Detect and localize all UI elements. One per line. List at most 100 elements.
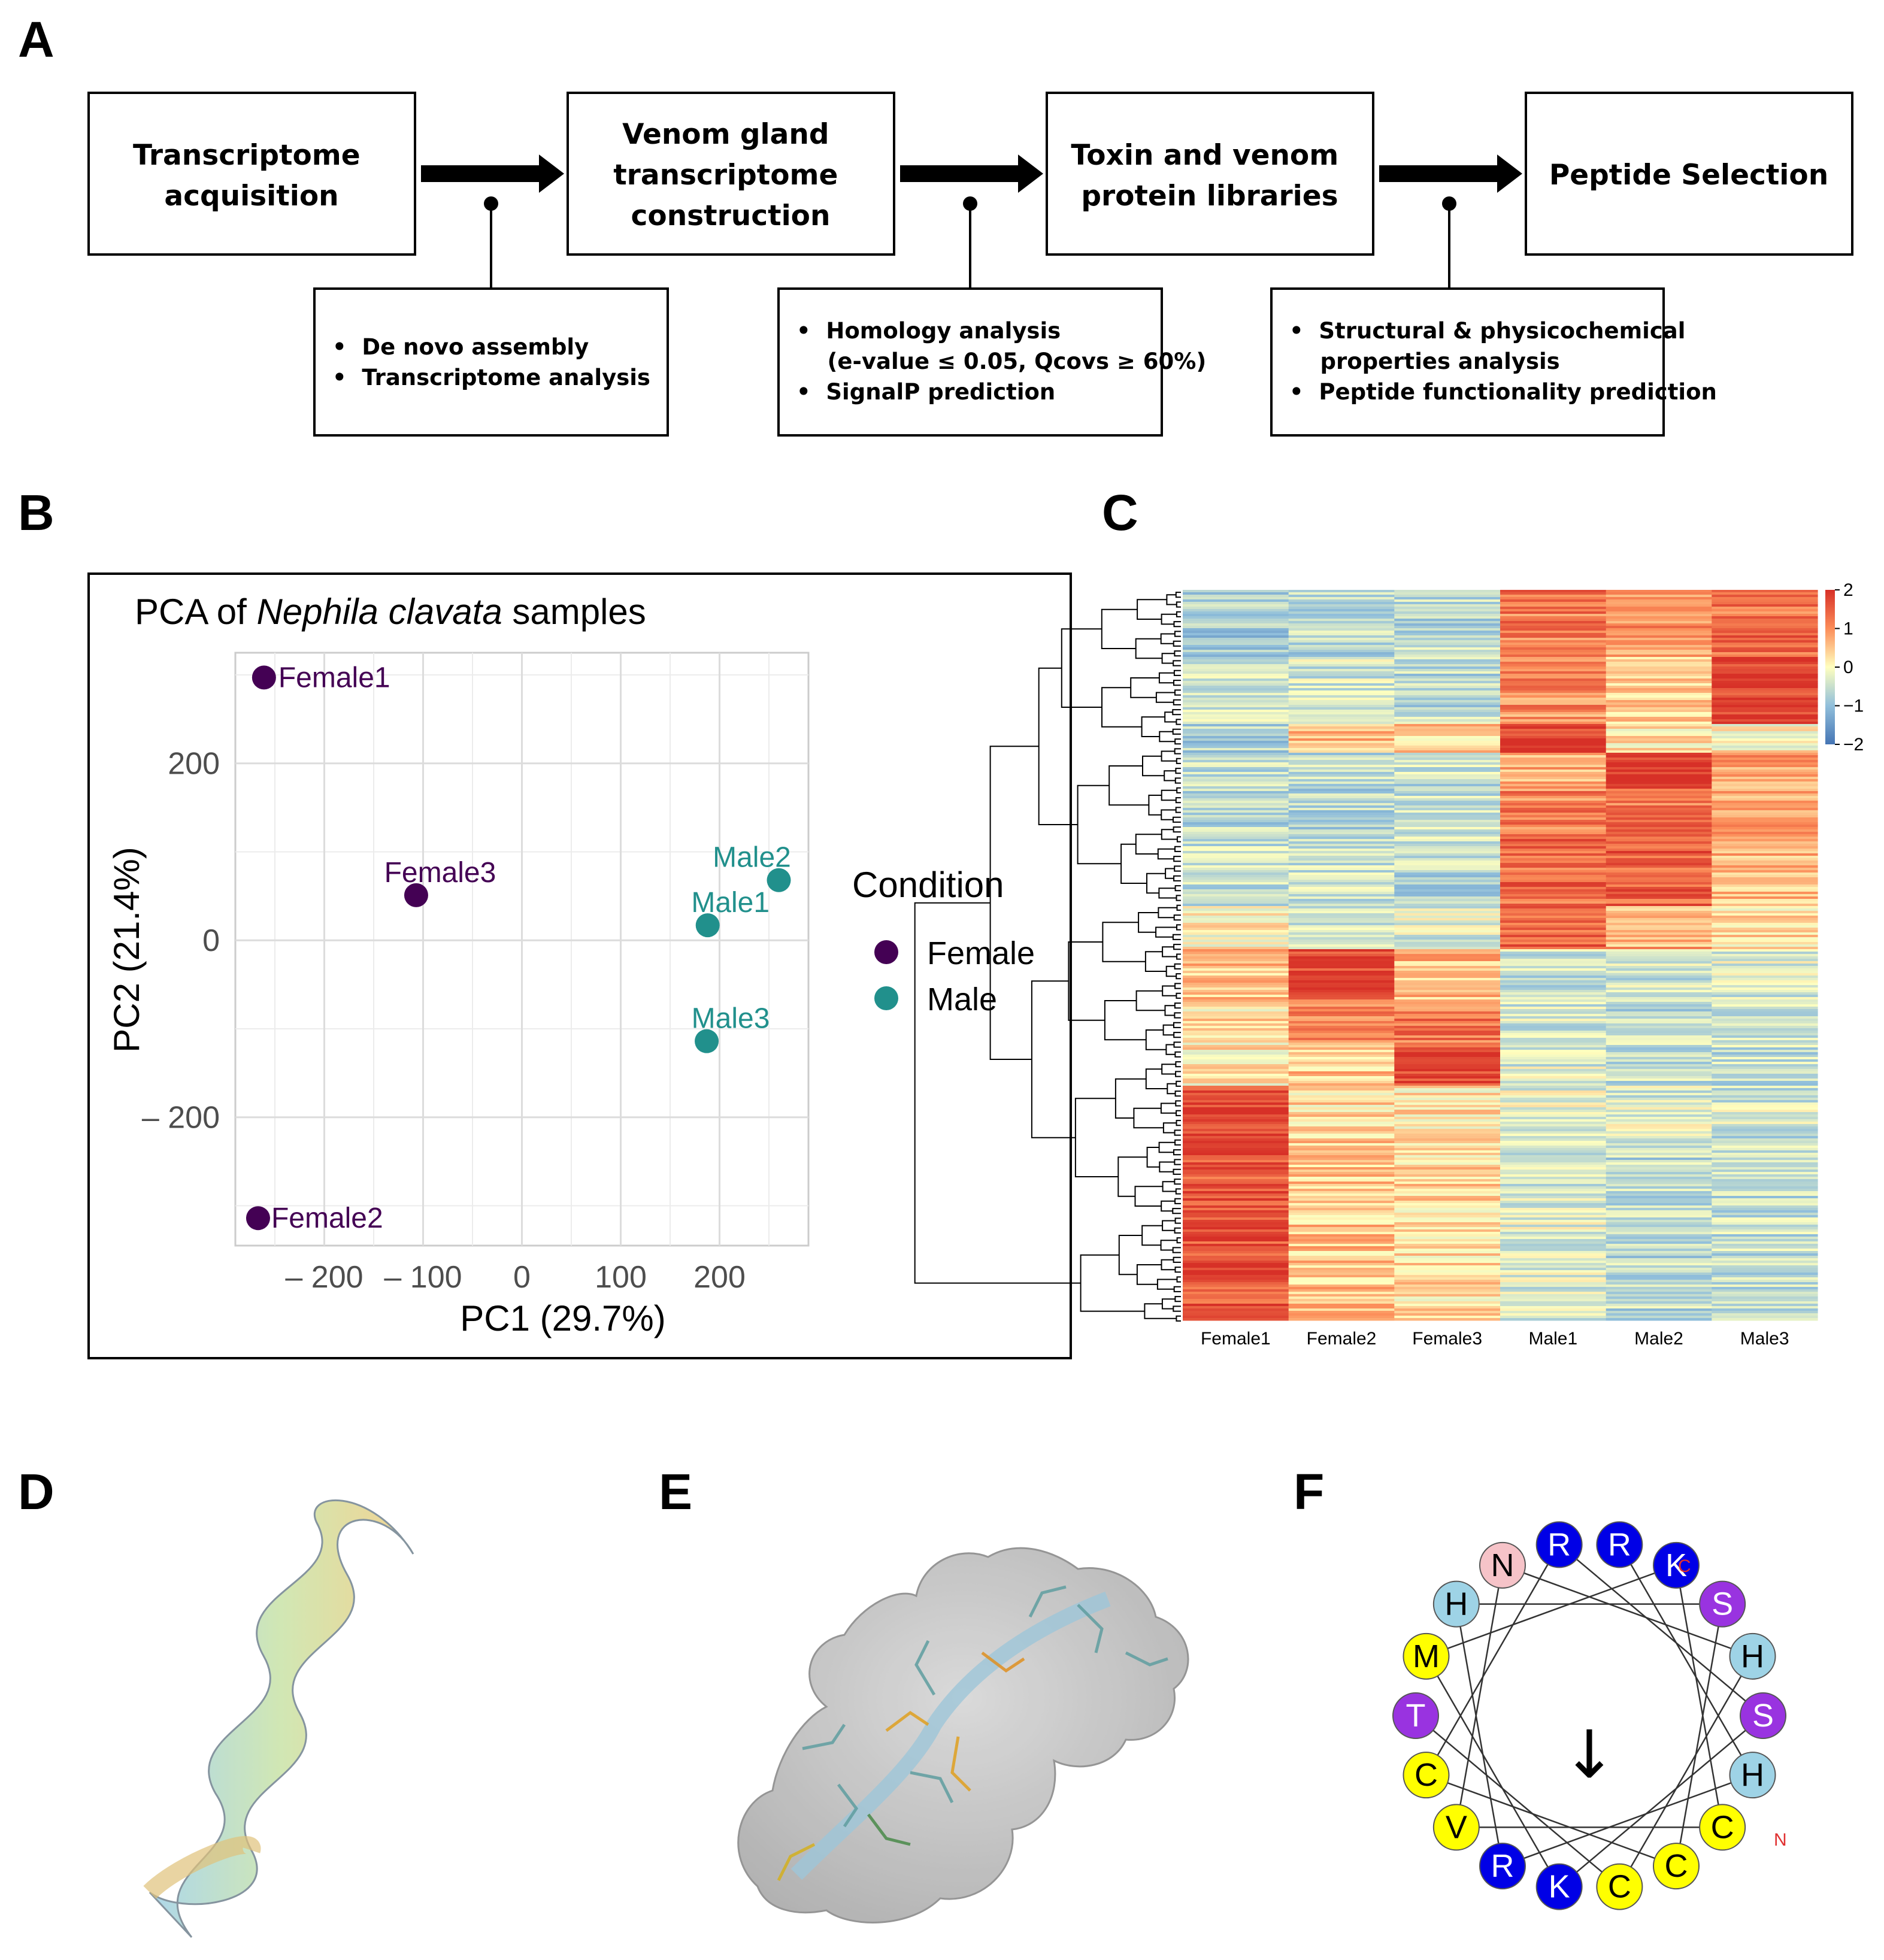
heatmap-cell	[1288, 1263, 1395, 1266]
heatmap-cell	[1183, 1165, 1289, 1168]
heatmap-cell	[1394, 1301, 1501, 1304]
heatmap-cell	[1183, 599, 1289, 602]
heatmap-cell	[1712, 1263, 1818, 1266]
heatmap-cell	[1712, 1129, 1818, 1132]
heatmap-cell	[1500, 729, 1607, 732]
heatmap-cell	[1606, 971, 1712, 974]
heatmap-cell	[1500, 896, 1607, 899]
heatmap-cell	[1183, 781, 1289, 784]
heatmap-cell	[1500, 853, 1607, 856]
dendrogram-branch	[1173, 1256, 1181, 1263]
heatmap-cell	[1712, 873, 1818, 876]
heatmap-colorbar-labels: 210−1−2	[1835, 580, 1864, 755]
heatmap-cell	[1183, 887, 1289, 890]
heatmap-cell	[1183, 1299, 1289, 1302]
heatmap-cell	[1712, 813, 1818, 816]
heatmap-cell	[1500, 628, 1607, 631]
heatmap-cell	[1500, 652, 1607, 655]
heatmap-cell	[1394, 1155, 1501, 1158]
heatmap-cell	[1288, 750, 1395, 753]
dendrogram-branch	[1159, 1161, 1175, 1173]
heatmap-cell	[1394, 693, 1501, 696]
heatmap-cell	[1288, 868, 1395, 871]
heatmap-cell	[1712, 820, 1818, 823]
heatmap-cell	[1394, 647, 1501, 650]
heatmap-cell	[1500, 923, 1607, 926]
dendrogram-branch	[1172, 934, 1181, 940]
heatmap-cell	[1288, 786, 1395, 789]
heatmap-cell	[1183, 968, 1289, 971]
heatmap-cell	[1288, 1095, 1395, 1098]
heatmap-cell	[1712, 1047, 1818, 1050]
heatmap-cell	[1394, 753, 1501, 756]
heatmap-cell	[1394, 1222, 1501, 1225]
heatmap-cell	[1712, 1153, 1818, 1156]
heatmap-cell	[1500, 892, 1607, 895]
heatmap-cell	[1394, 743, 1501, 746]
heatmap-cell	[1712, 1081, 1818, 1084]
heatmap-cell	[1183, 1071, 1289, 1074]
heatmap-cell	[1394, 602, 1501, 605]
heatmap-cell	[1288, 595, 1395, 598]
heatmap-cell	[1712, 707, 1818, 710]
heatmap-cell	[1288, 865, 1395, 868]
heatmap-cell	[1712, 1146, 1818, 1149]
heatmap-cell	[1712, 1318, 1818, 1321]
heatmap-cell	[1606, 1158, 1712, 1161]
heatmap-cell	[1288, 815, 1395, 818]
heatmap-cell	[1500, 904, 1607, 907]
pca-x-tick-label: – 100	[384, 1260, 462, 1295]
dendrogram-branch	[1174, 865, 1181, 872]
dendrogram-branch	[1174, 1090, 1181, 1097]
heatmap-cell	[1712, 1021, 1818, 1024]
heatmap-cell	[1606, 952, 1712, 955]
heatmap-cells	[1183, 590, 1818, 1321]
heatmap-cell	[1394, 738, 1501, 741]
heatmap-cell	[1712, 1239, 1818, 1242]
heatmap-cell	[1288, 1093, 1395, 1096]
heatmap-cell	[1288, 590, 1395, 593]
arrow-2-shaft	[900, 165, 1020, 182]
heatmap-cell	[1606, 908, 1712, 911]
heatmap-cell	[1712, 930, 1818, 933]
heatmap-cell	[1394, 1016, 1501, 1019]
heatmap-cell	[1183, 1050, 1289, 1053]
heatmap-cell	[1712, 899, 1818, 902]
heatmap-cell	[1606, 834, 1712, 837]
wheel-residue-circle	[1403, 1752, 1450, 1799]
heatmap-cell	[1183, 669, 1289, 672]
heatmap-cell	[1394, 954, 1501, 957]
dendrogram-branch	[1174, 689, 1181, 696]
heatmap-cell	[1183, 1033, 1289, 1036]
heatmap-cell	[1606, 985, 1712, 988]
panel-letter-a: A	[18, 11, 54, 68]
heatmap-cell	[1500, 1203, 1607, 1206]
heatmap-cell	[1394, 678, 1501, 681]
heatmap-cell	[1288, 793, 1395, 796]
dendrogram-branch	[1162, 946, 1177, 958]
heatmap-cell	[1183, 856, 1289, 859]
heatmap-cell	[1288, 810, 1395, 813]
heatmap-cell	[1500, 1095, 1607, 1098]
heatmap-cell	[1394, 1028, 1501, 1031]
heatmap-cell	[1394, 1086, 1501, 1089]
heatmap-cell	[1183, 1035, 1289, 1038]
heatmap-cell	[1606, 1275, 1712, 1278]
heatmap-cell	[1500, 1179, 1607, 1182]
heatmap-cell	[1712, 738, 1818, 741]
heatmap-cell	[1394, 987, 1501, 990]
heatmap-cell	[1394, 956, 1501, 959]
heatmap-cell	[1712, 1232, 1818, 1235]
heatmap-cell	[1183, 801, 1289, 804]
heatmap-cell	[1500, 978, 1607, 981]
heatmap-cell	[1606, 863, 1712, 866]
dendrogram-branch	[1176, 953, 1181, 960]
heatmap-cell	[1500, 1201, 1607, 1204]
heatmap-cell	[1183, 978, 1289, 981]
heatmap-cell	[1394, 590, 1501, 593]
heatmap-cell	[1606, 889, 1712, 892]
colorbar-tick-label: 2	[1843, 580, 1853, 600]
heatmap-cell	[1394, 1021, 1501, 1024]
heatmap-cell	[1606, 942, 1712, 945]
dendrogram-branch	[1173, 699, 1181, 705]
